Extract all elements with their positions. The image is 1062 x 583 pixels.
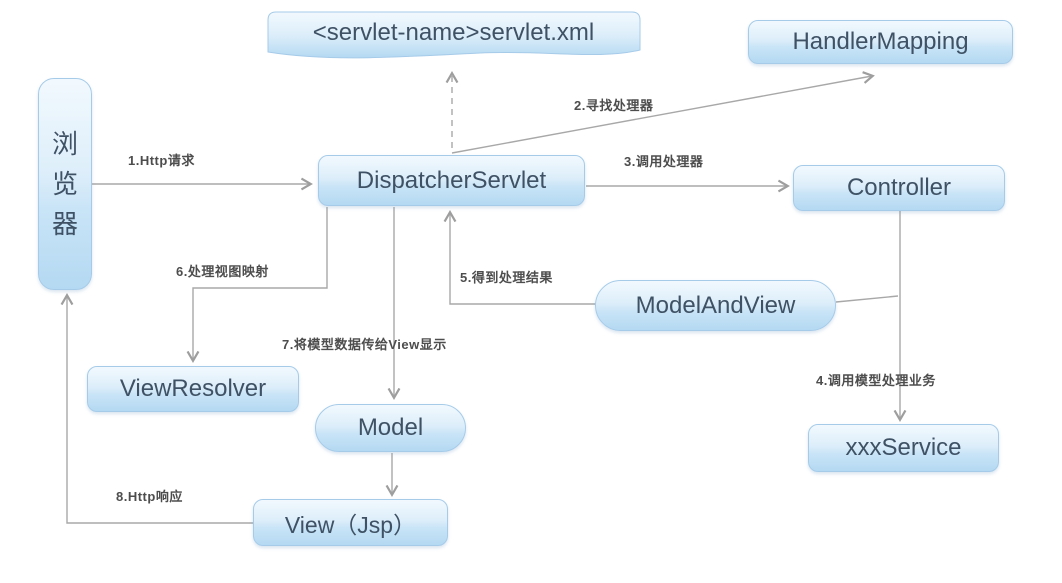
node-servlet-xml: <servlet-name>servlet.xml [312, 19, 595, 46]
edge-label-model-data: 7.将模型数据传给View显示 [282, 337, 447, 352]
edge-label-invoke-handler: 3.调用处理器 [624, 154, 704, 169]
node-browser: 浏 览 器 [38, 78, 92, 290]
edge-find-handler [451, 71, 875, 154]
edge-label-invoke-service: 4.调用模型处理业务 [816, 373, 936, 388]
node-handler-mapping: HandlerMapping [748, 20, 1013, 64]
edge-label-http-request: 1.Http请求 [128, 153, 195, 168]
edge-result [443, 210, 596, 305]
edge-label-view-mapping: 6.处理视图映射 [176, 264, 269, 279]
edge-http-response [60, 293, 253, 524]
node-xxx-service: xxxService [808, 424, 999, 472]
node-dispatcher-servlet: DispatcherServlet [318, 155, 585, 206]
edge-controller-modelandview [835, 295, 899, 303]
node-view-jsp: View（Jsp） [253, 499, 448, 546]
node-model-and-view: ModelAndView [595, 280, 836, 331]
node-view-resolver: ViewResolver [87, 366, 299, 412]
servlet-xml-shape [267, 11, 641, 59]
edge-view-mapping [186, 207, 328, 363]
node-model: Model [315, 404, 466, 452]
edge-label-http-response: 8.Http响应 [116, 489, 183, 504]
edge-label-result: 5.得到处理结果 [460, 270, 553, 285]
edge-label-find-handler: 2.寻找处理器 [574, 98, 654, 113]
node-controller: Controller [793, 165, 1005, 211]
